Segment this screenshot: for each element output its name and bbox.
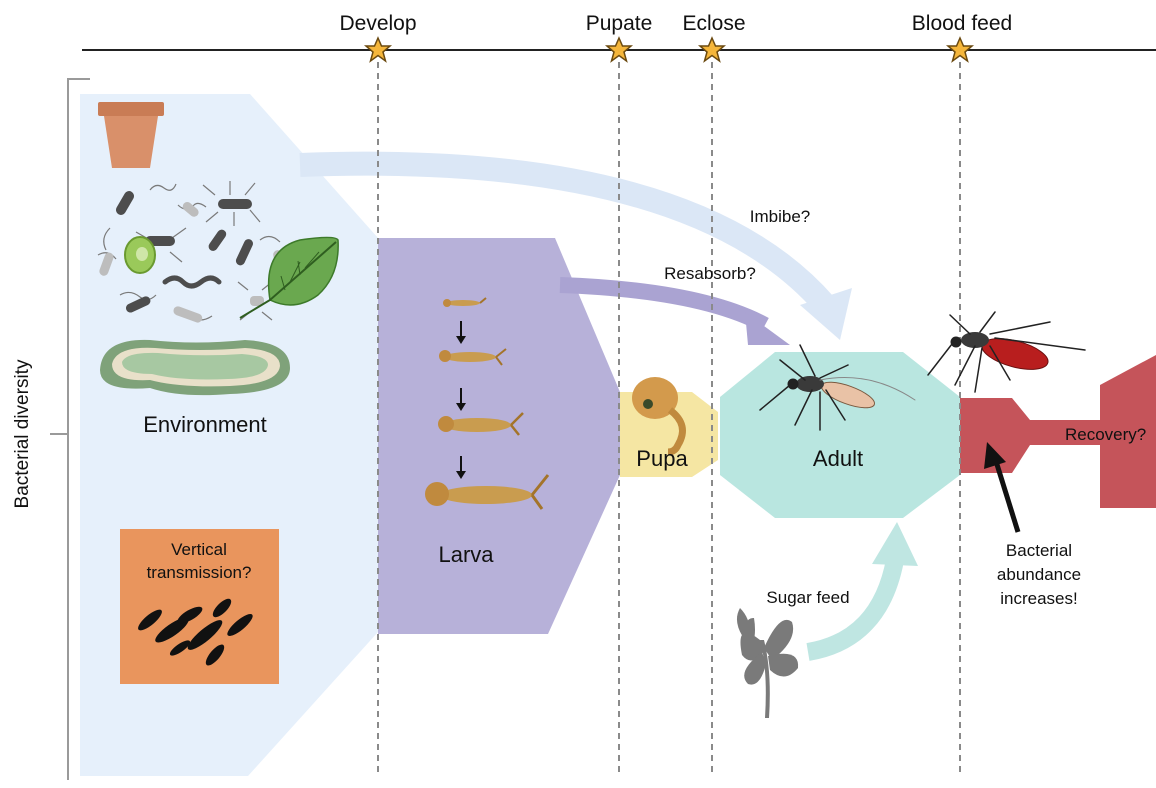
sugar-feed-arrow <box>808 522 918 652</box>
event-eclose-label: Eclose <box>682 12 745 35</box>
adult-label: Adult <box>813 446 863 471</box>
abundance-label-line1: Bacterial <box>1006 541 1072 560</box>
event-pupate-label: Pupate <box>586 12 653 35</box>
vertical-transmission-line1: Vertical <box>171 540 227 559</box>
sugar-feed-label: Sugar feed <box>766 588 849 607</box>
y-axis-label: Bacterial diversity <box>12 359 33 508</box>
imbibe-label: Imbibe? <box>750 207 810 226</box>
vertical-transmission-line2: transmission? <box>147 563 252 582</box>
star-icon <box>607 38 631 61</box>
larva-panel <box>378 238 620 634</box>
flower-icon <box>737 608 798 718</box>
abundance-label-line3: increases! <box>1000 589 1077 608</box>
recovery-label: Recovery? <box>1065 425 1146 444</box>
bloodfed-mosquito-icon <box>928 312 1085 392</box>
environment-label: Environment <box>143 412 267 437</box>
larva-label: Larva <box>438 542 494 567</box>
star-icon <box>366 38 390 61</box>
event-bloodfeed-label: Blood feed <box>912 12 1012 35</box>
star-icon <box>948 38 972 61</box>
star-icon <box>700 38 724 61</box>
reabsorb-label: Resabsorb? <box>664 264 756 283</box>
pond-icon <box>100 340 290 395</box>
abundance-label-line2: abundance <box>997 565 1081 584</box>
adult-octagon <box>720 352 960 518</box>
pupa-label: Pupa <box>636 446 688 471</box>
vertical-transmission-box: Vertical transmission? <box>120 529 279 684</box>
event-develop-label: Develop <box>339 12 416 35</box>
